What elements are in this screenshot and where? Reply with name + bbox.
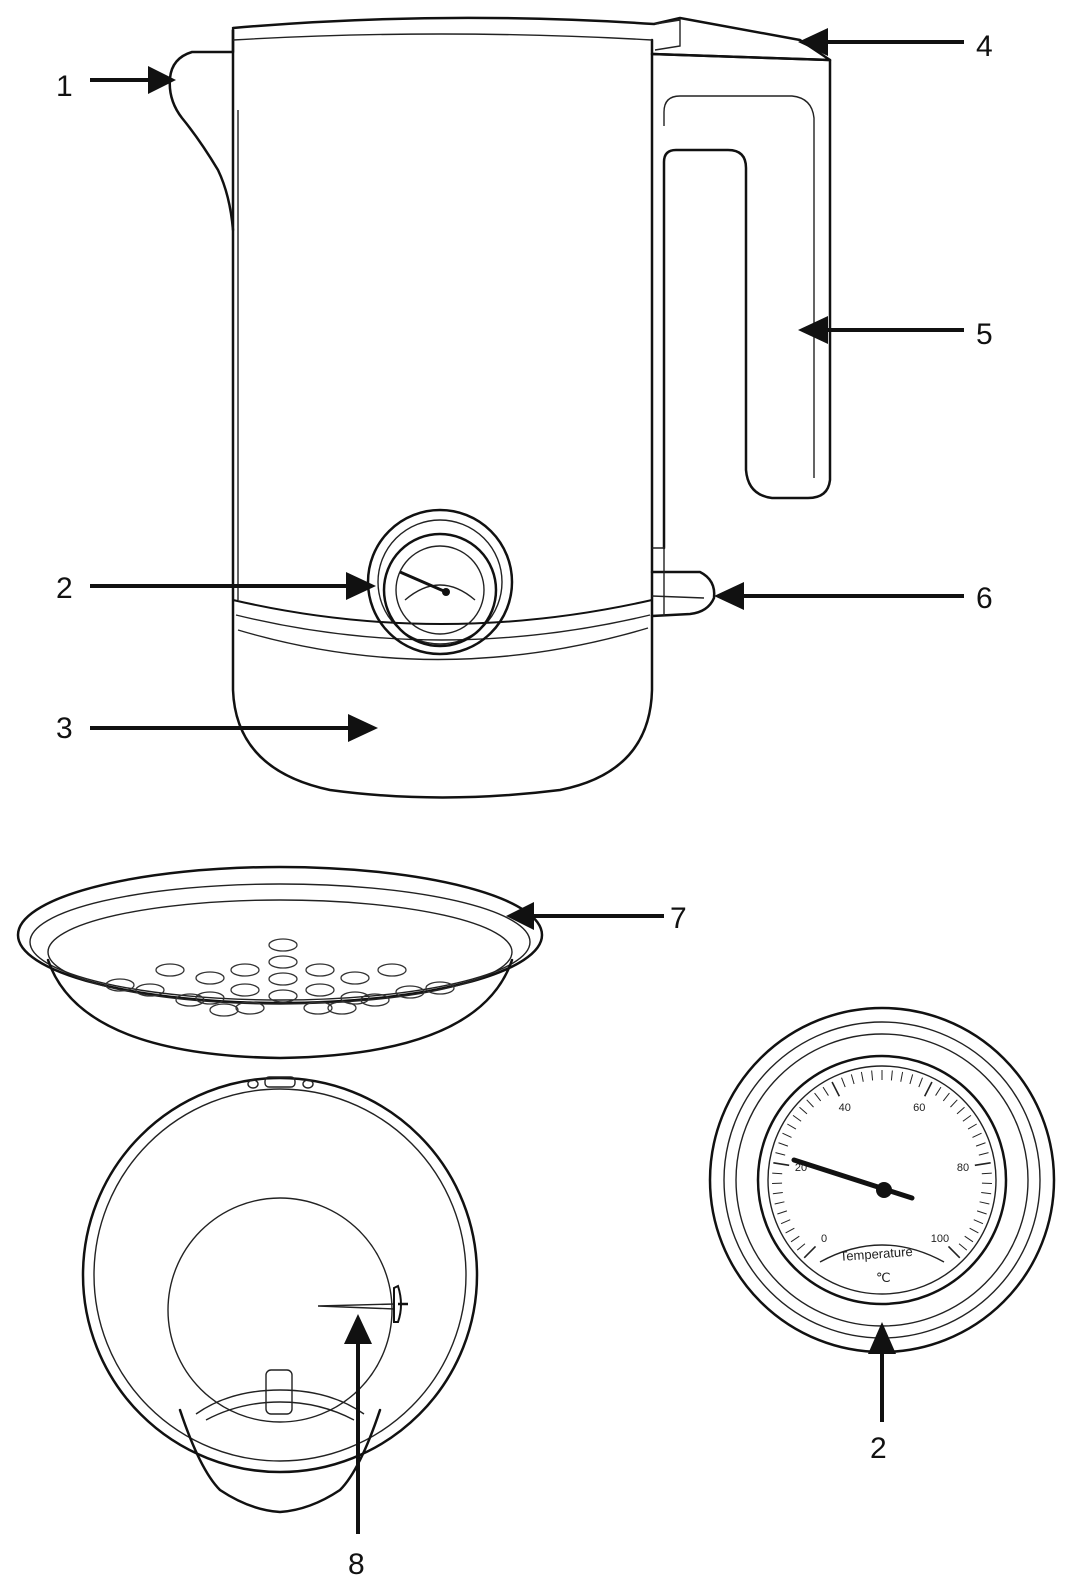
gauge-tick xyxy=(965,1236,973,1242)
gauge-tick xyxy=(782,1133,791,1137)
gauge-tick xyxy=(842,1078,846,1087)
gauge-tick xyxy=(832,1082,839,1096)
callout-1: 1 xyxy=(56,70,73,103)
gauge-tick xyxy=(968,1124,977,1129)
gauge-needle-hub xyxy=(876,1182,892,1198)
callout-arrows xyxy=(90,28,964,1534)
gauge-tick xyxy=(872,1070,873,1080)
gauge-label: Temperature xyxy=(839,1244,913,1264)
gauge-tick xyxy=(976,1143,985,1146)
gauge-tick-label: 60 xyxy=(913,1102,925,1114)
gauge-tick xyxy=(980,1202,990,1204)
kettle-assembly xyxy=(170,18,830,798)
callout-2: 2 xyxy=(56,572,73,605)
gauge-tick xyxy=(974,1220,983,1224)
gauge-tick xyxy=(823,1087,828,1095)
gauge-tick xyxy=(979,1153,989,1155)
gauge-tick xyxy=(797,1244,805,1250)
gauge-tick xyxy=(773,1163,789,1166)
gauge-tick xyxy=(786,1228,795,1233)
gauge-needle xyxy=(794,1160,912,1198)
gauge-tick xyxy=(851,1074,854,1084)
gauge-tick xyxy=(957,1107,965,1114)
gauge-tick xyxy=(772,1173,782,1174)
removable-filter xyxy=(18,867,542,1058)
gauge-tick xyxy=(910,1074,913,1084)
gauge-tick xyxy=(775,1202,785,1204)
gauge-tick xyxy=(807,1100,814,1107)
kettle-handle xyxy=(652,54,830,548)
body-thermometer xyxy=(368,510,512,654)
gauge-tick xyxy=(861,1072,863,1082)
gauge-tick xyxy=(787,1124,796,1129)
callout-6: 6 xyxy=(976,582,993,615)
callout-2-detail: 2 xyxy=(870,1432,887,1465)
gauge-tick xyxy=(815,1093,821,1101)
gauge-tick xyxy=(901,1072,903,1082)
kettle-base-band-top xyxy=(233,600,652,624)
gauge-tick xyxy=(799,1107,807,1114)
handle-base xyxy=(652,548,664,616)
callout-3: 3 xyxy=(56,712,73,745)
kettle-base-band-line xyxy=(236,615,650,640)
gauge-tick xyxy=(977,1211,987,1214)
temperature-probe xyxy=(318,1286,408,1322)
gauge-tick xyxy=(773,1193,783,1194)
kettle-lid-rim xyxy=(233,34,652,40)
gauge-tick-label: 80 xyxy=(957,1162,969,1174)
gauge-tick xyxy=(919,1078,923,1087)
power-switch-line xyxy=(652,596,704,598)
gauge-tick-label: 40 xyxy=(839,1102,851,1114)
gauge-tick xyxy=(982,1173,992,1174)
gauge-tick xyxy=(779,1143,788,1146)
gauge-tick xyxy=(963,1115,971,1121)
gauge-tick xyxy=(981,1193,991,1194)
gauge-tick xyxy=(936,1087,941,1095)
gauge-tick-label: 0 xyxy=(821,1233,827,1245)
gauge-unit: ℃ xyxy=(876,1270,891,1285)
gauge-tick xyxy=(950,1100,957,1107)
callout-5: 5 xyxy=(976,318,993,351)
callout-7: 7 xyxy=(670,902,687,935)
lid-button xyxy=(655,20,680,50)
gauge-tick xyxy=(943,1093,949,1101)
kettle-body xyxy=(233,30,652,798)
gauge-tick xyxy=(925,1082,932,1096)
gauge-tick xyxy=(970,1228,979,1233)
gauge-tick xyxy=(975,1163,991,1166)
gauge-tick xyxy=(891,1070,892,1080)
gauge-tick-label: 100 xyxy=(931,1233,949,1245)
gauge-tick xyxy=(781,1220,790,1224)
gauge-tick xyxy=(948,1246,959,1257)
gauge-tick xyxy=(804,1246,815,1257)
gauge-tick xyxy=(791,1236,799,1242)
kettle-top-view xyxy=(83,1077,477,1512)
gauge-tick xyxy=(793,1115,801,1121)
power-switch xyxy=(652,572,714,616)
gauge-tick xyxy=(777,1211,787,1214)
filter-bowl xyxy=(48,960,512,1058)
gauge-tick xyxy=(959,1244,967,1250)
gauge-tick xyxy=(972,1133,981,1137)
callout-4: 4 xyxy=(976,30,993,63)
gauge-tick xyxy=(775,1153,785,1155)
kettle-lid xyxy=(233,18,830,60)
callout-8: 8 xyxy=(348,1548,365,1581)
kettle-spout xyxy=(170,30,233,230)
